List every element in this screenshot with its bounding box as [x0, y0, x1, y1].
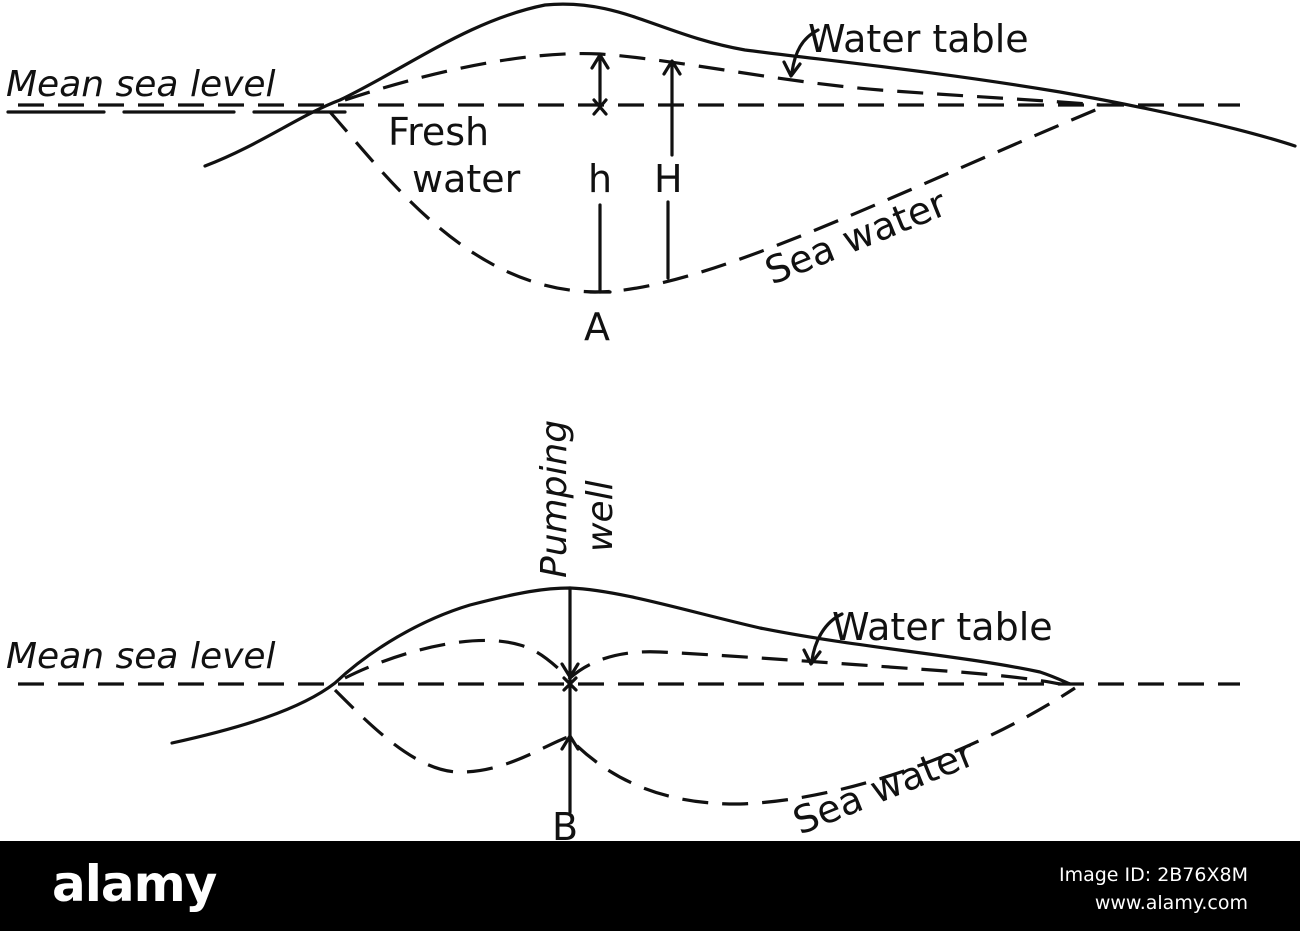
- bottom-sea-water-label: Sea water: [787, 731, 981, 841]
- top-water-table-label: Water table: [808, 17, 1029, 61]
- watermark-info: Image ID: 2B76X8M www.alamy.com: [1059, 861, 1248, 917]
- bottom-water-table-line: [344, 638, 1061, 686]
- top-water-label: water: [412, 157, 521, 201]
- bottom-water-table-label: Water table: [832, 605, 1053, 649]
- top-sea-water-label: Sea water: [759, 181, 953, 294]
- bottom-mean-sea-level-label: Mean sea level: [6, 636, 276, 677]
- top-big-h-label: H: [654, 157, 683, 201]
- top-point-label: A: [584, 305, 610, 349]
- top-mean-sea-level-label: Mean sea level: [6, 64, 276, 105]
- top-h-crossmark-b: [592, 98, 608, 116]
- top-h-label: h: [588, 157, 612, 201]
- watermark-site: www.alamy.com: [1094, 892, 1248, 914]
- watermark-image-id: Image ID: 2B76X8M: [1058, 864, 1248, 886]
- top-water-table-line: [344, 51, 1101, 107]
- bottom-panel: Water table Mean sea level Pumping well …: [6, 420, 1240, 841]
- top-fresh-label: Fresh: [388, 110, 489, 154]
- top-ground-surface: [203, 2, 1297, 168]
- groundwater-diagram: Water table Mean sea level Fresh water h…: [6, 2, 1297, 841]
- bottom-water-table-arrowhead: [560, 662, 580, 679]
- watermark-bar: alamy Image ID: 2B76X8M www.alamy.com: [0, 841, 1300, 931]
- watermark-logo: alamy: [52, 855, 217, 913]
- bottom-interface-line: [333, 686, 1076, 806]
- bottom-water-table-leader-arrow: [802, 648, 822, 666]
- bottom-interface-arrowhead: [560, 734, 580, 751]
- top-big-h-arrowhead: [662, 59, 682, 76]
- well-label: well: [580, 480, 621, 552]
- bottom-water-table-leader: [810, 612, 844, 662]
- bottom-point-label: B: [552, 805, 578, 841]
- pumping-label: Pumping: [534, 420, 575, 578]
- top-panel: Water table Mean sea level Fresh water h…: [6, 2, 1297, 349]
- top-water-table-leader: [790, 28, 820, 74]
- top-h-arrowhead: [590, 53, 610, 70]
- top-water-table-leader-arrow: [782, 60, 802, 78]
- bottom-crossmark-b: [562, 676, 578, 692]
